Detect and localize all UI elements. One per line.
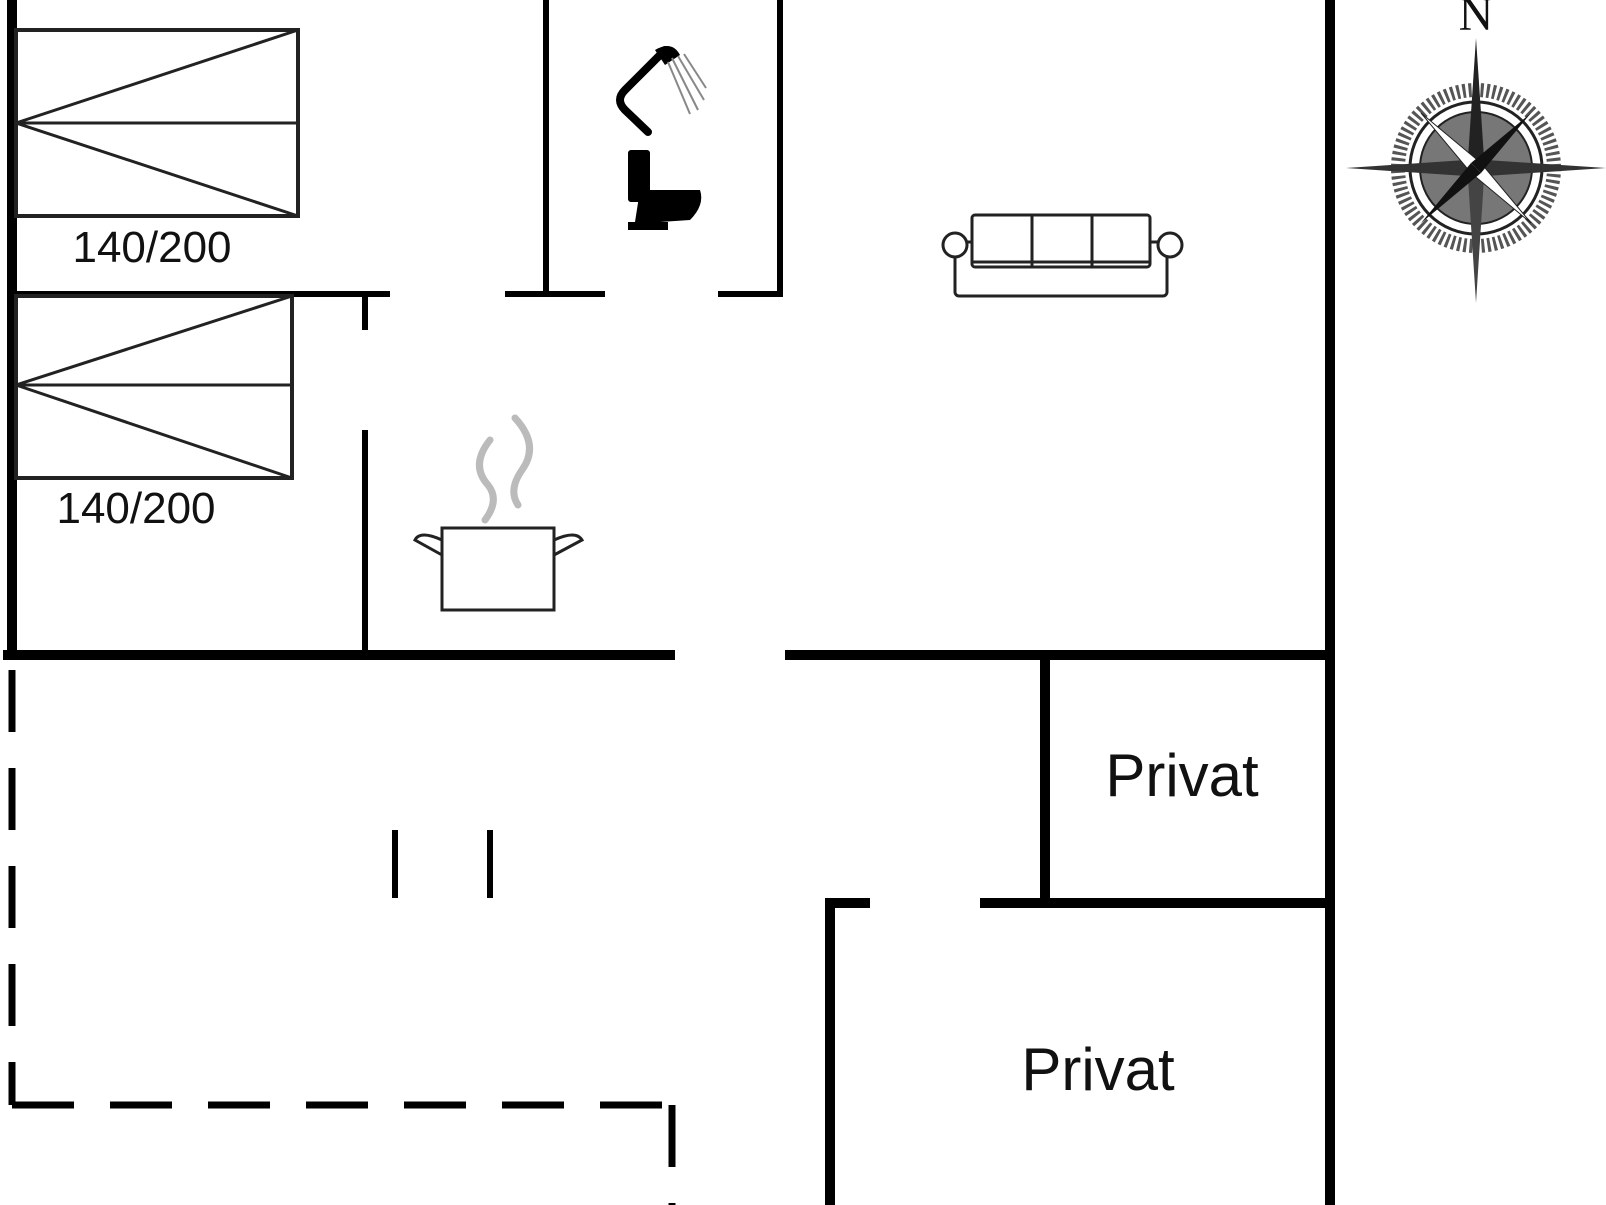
- bed-lower: 140/200: [14, 294, 294, 533]
- cooking-pot-icon: [413, 414, 585, 612]
- bed-size-label: 140/200: [72, 223, 231, 272]
- shower-icon: [616, 46, 707, 136]
- bed-frame: [14, 294, 294, 480]
- room-label-privat: Privat: [1105, 742, 1259, 809]
- bed-diagonal: [15, 383, 293, 480]
- terrace-outline: [8, 670, 676, 1205]
- bed-size-label: 140/200: [56, 484, 215, 533]
- bed-diagonal: [15, 121, 299, 218]
- bed-diagonal: [15, 28, 299, 125]
- room-label-privat: Privat: [1021, 1036, 1175, 1103]
- bed-upper: 140/200: [14, 28, 300, 272]
- north-label: N: [1459, 0, 1494, 41]
- toilet-icon: [628, 150, 702, 230]
- sofa-icon: [941, 213, 1184, 298]
- bed-diagonal: [15, 294, 293, 387]
- compass-rose-icon: N: [1346, 0, 1606, 303]
- walls: [3, 0, 1335, 1205]
